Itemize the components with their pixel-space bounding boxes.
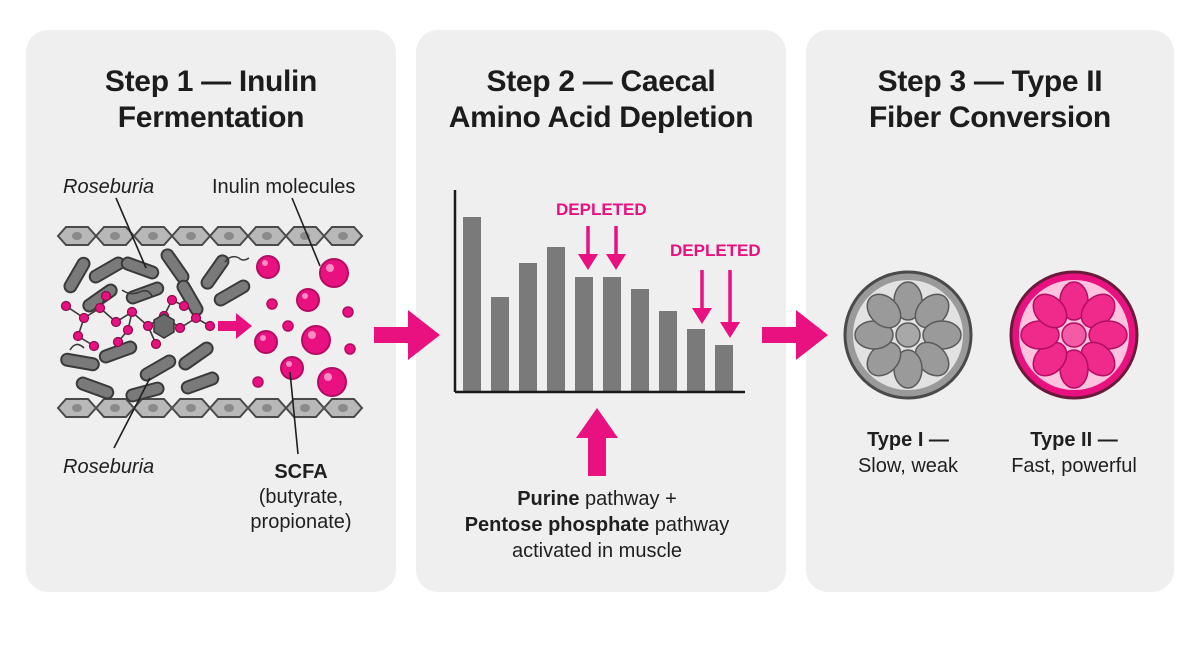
amino-acid-bar [603, 277, 621, 391]
inulin-molecules-label: Inulin molecules [212, 176, 356, 198]
roseburia-label-bottom: Roseburia [63, 456, 155, 478]
step-3-title-line-1: Step 3 — Type II [877, 65, 1103, 98]
amino-acid-bar [715, 345, 733, 391]
bacteria-cluster [59, 245, 253, 404]
step-2-title-line-1: Step 2 — Caecal [486, 65, 716, 98]
depleted-label-2: DEPLETED [670, 241, 761, 260]
type-2-label: Type II — Fast, powerful [999, 427, 1149, 479]
depleted-label-1: DEPLETED [556, 200, 647, 219]
activated-line: activated in muscle [511, 540, 683, 562]
pentose-bold: Pentose phosphate [464, 514, 650, 536]
type-2-fiber-icon [1009, 270, 1139, 400]
arrow-step2-to-step3 [762, 310, 828, 360]
type-1-desc: Slow, weak [857, 455, 959, 477]
amino-acid-bar [687, 329, 705, 391]
scfa-label: SCFA (butyrate, propionate) [236, 460, 366, 535]
amino-acid-bar [659, 311, 677, 391]
type-2-title: Type II — [1030, 429, 1118, 451]
epithelium-bottom [57, 398, 363, 418]
type-1-label: Type I — Slow, weak [838, 427, 978, 479]
scfa-line-2: (butyrate, [258, 486, 344, 508]
amino-acid-bar [575, 277, 593, 391]
purine-bold: Purine [517, 488, 580, 510]
pentose-rest: pathway [649, 514, 730, 536]
scfa-title: SCFA [274, 461, 328, 483]
step-2-title-line-2: Amino Acid Depletion [448, 101, 754, 134]
amino-acid-bar-chart [453, 190, 745, 394]
step-3-title-line-2: Fiber Conversion [869, 101, 1111, 134]
amino-acid-bar [463, 217, 481, 391]
roseburia-label-top: Roseburia [63, 176, 155, 198]
step-1-title-line-2: Fermentation [117, 101, 305, 134]
step-1-title-line-1: Step 1 — Inulin [104, 65, 318, 98]
step-3-title: Step 3 — Type II Fiber Conversion [806, 64, 1174, 136]
leader-lines [113, 197, 321, 455]
depleted-arrows [578, 226, 740, 338]
amino-acid-bar [519, 263, 537, 391]
scfa-line-3: propionate) [250, 511, 352, 533]
bars-group [463, 217, 733, 391]
amino-acid-bar [547, 247, 565, 391]
amino-acid-bar [491, 297, 509, 391]
type-1-title: Type I — [867, 429, 949, 451]
step-1-title: Step 1 — Inulin Fermentation [26, 64, 396, 136]
pathway-caption: Purine pathway + Pentose phosphate pathw… [430, 486, 764, 564]
type-2-desc: Fast, powerful [1011, 455, 1137, 477]
pentose-line: Pentose phosphate pathway [430, 512, 764, 538]
fermentation-arrow [218, 313, 252, 339]
type-1-fiber-icon [843, 270, 973, 400]
epithelium-top [57, 226, 363, 246]
inulin-hexagon [153, 313, 175, 339]
amino-acid-bar [631, 289, 649, 391]
scfa-molecules [252, 255, 356, 397]
purine-line: Purine pathway + [430, 486, 764, 512]
purine-rest: pathway + [579, 488, 677, 510]
arrow-step1-to-step2 [374, 310, 440, 360]
upward-arrow [576, 408, 618, 476]
step-2-title: Step 2 — Caecal Amino Acid Depletion [416, 64, 786, 136]
